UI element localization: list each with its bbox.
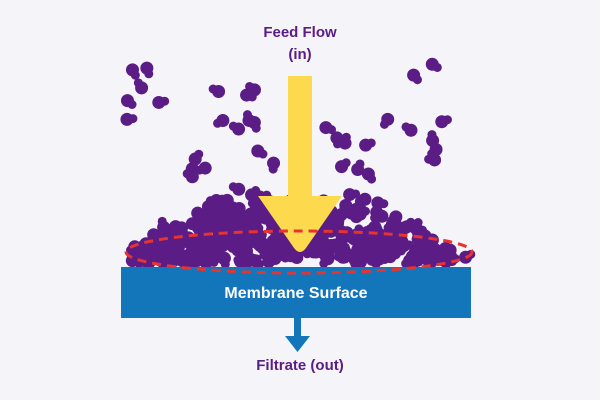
particle — [407, 68, 422, 85]
particle — [401, 122, 418, 137]
particle — [353, 206, 371, 221]
particle — [228, 182, 246, 196]
particle — [370, 240, 386, 256]
filtrate-label: Filtrate (out) — [256, 357, 344, 374]
particle — [256, 205, 273, 220]
particle — [213, 113, 230, 128]
particle — [240, 238, 254, 255]
particle — [350, 255, 367, 269]
particle — [338, 132, 352, 150]
particle — [251, 144, 268, 159]
particle — [328, 212, 345, 228]
particle — [120, 94, 137, 110]
particle — [335, 158, 351, 174]
particle — [387, 214, 401, 232]
particle — [400, 217, 416, 234]
membrane-surface — [121, 267, 471, 318]
particle — [159, 241, 176, 256]
feed-flow-arrow — [258, 76, 342, 252]
particle — [247, 212, 262, 229]
particle — [317, 240, 332, 257]
fouling-layer-outline — [124, 229, 474, 275]
particle — [328, 238, 346, 252]
particle — [126, 63, 140, 80]
feed-flow-label: Feed Flow (in) — [200, 22, 400, 66]
particle — [140, 61, 154, 79]
particle — [371, 196, 389, 210]
filtrate-arrow — [285, 318, 310, 352]
particle — [435, 115, 452, 129]
particle — [266, 230, 280, 248]
feed-flow-direction: (in) — [288, 46, 312, 63]
particle — [267, 156, 281, 174]
particle — [388, 244, 404, 260]
particle — [229, 207, 243, 225]
particle — [427, 143, 443, 159]
particle — [272, 244, 286, 262]
particle — [228, 121, 246, 136]
particle-cloud — [120, 57, 476, 273]
particle — [182, 169, 199, 184]
particle — [438, 242, 454, 258]
particle — [410, 242, 424, 260]
particle — [120, 112, 138, 126]
particle — [379, 112, 395, 129]
particle — [425, 57, 442, 72]
particle — [247, 116, 261, 133]
particle — [188, 149, 204, 166]
particle — [195, 161, 212, 175]
membrane-label: Membrane Surface — [224, 285, 368, 302]
particle — [343, 188, 361, 202]
particle — [245, 81, 261, 97]
particle — [208, 84, 226, 98]
particle — [165, 220, 183, 234]
particle — [205, 196, 221, 213]
particle — [204, 251, 220, 268]
particle — [152, 95, 170, 109]
particle — [133, 78, 149, 95]
particle — [319, 121, 337, 135]
particle — [245, 186, 261, 202]
feed-flow-title: Feed Flow — [263, 24, 337, 41]
particle — [359, 138, 376, 152]
particle — [208, 231, 226, 245]
particle — [351, 159, 365, 177]
particle — [361, 167, 377, 184]
